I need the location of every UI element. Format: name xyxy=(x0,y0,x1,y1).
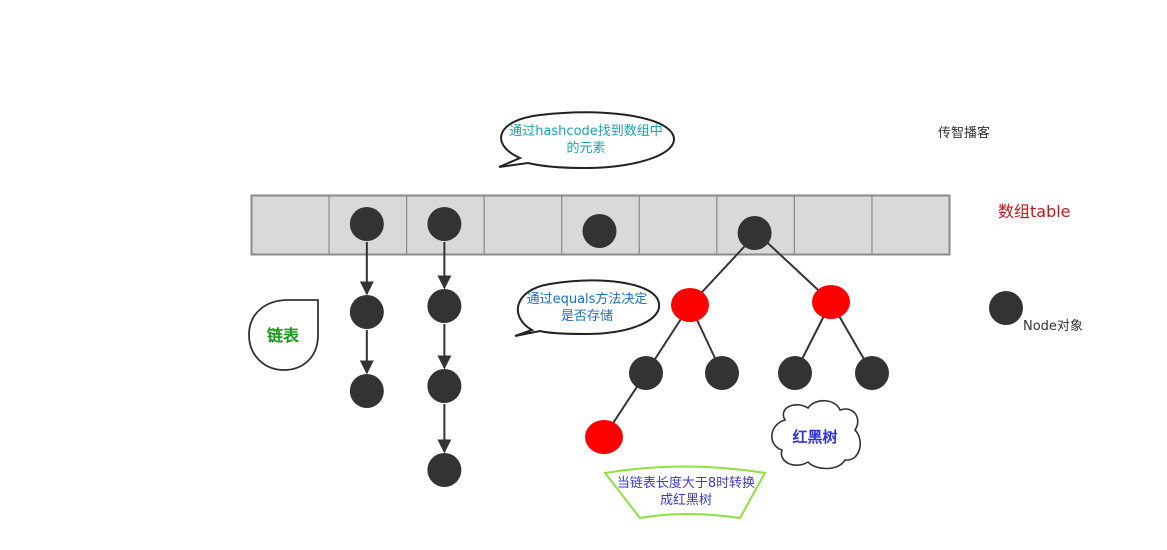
equals-callout-line1: 通过equals方法决定 xyxy=(527,291,648,307)
conversion-callout-line2: 成红黑树 xyxy=(660,492,712,508)
watermark-text: 传智播客 xyxy=(938,125,990,141)
nodes xyxy=(349,207,889,487)
array-table-label: 数组table xyxy=(998,202,1071,221)
banner-shape xyxy=(603,465,767,520)
tree-node-black xyxy=(855,356,889,390)
list-arrows xyxy=(359,242,452,454)
tree-node-black xyxy=(778,356,812,390)
array-bucket-node xyxy=(349,207,384,241)
leaf-shape xyxy=(248,299,319,371)
node-legend: Node对象 xyxy=(989,291,1083,334)
list-node xyxy=(349,295,384,329)
node-legend-text: Node对象 xyxy=(1023,319,1083,334)
red-black-tree-label-text: 红黑树 xyxy=(792,428,837,446)
red-black-tree-label: 红黑树 xyxy=(771,399,861,470)
equals-callout: 通过equals方法决定 是否存储 xyxy=(514,279,661,337)
cloud-shape xyxy=(771,399,861,470)
equals-callout-line2: 是否存储 xyxy=(561,309,613,324)
list-node xyxy=(427,369,462,403)
conversion-callout-line1: 当链表长度大于8时转换 xyxy=(617,475,755,491)
hashcode-callout-line1: 通过hashcode找到数组中 xyxy=(509,124,663,139)
list-node xyxy=(349,374,384,408)
list-node xyxy=(427,453,462,487)
array-bucket-node xyxy=(427,207,462,241)
tree-node-red xyxy=(585,420,623,454)
linked-list-label-text: 链表 xyxy=(267,326,300,345)
hashcode-callout-line2: 的元素 xyxy=(566,140,605,156)
array-dividers xyxy=(328,195,873,255)
array-bucket-node xyxy=(737,216,772,250)
tree-node-red xyxy=(812,285,850,319)
array-bucket-node xyxy=(582,214,617,248)
speech-bubble-shape xyxy=(498,111,675,170)
speech-bubble-shape xyxy=(514,279,661,337)
tree-node-black xyxy=(705,356,739,390)
tree-node-black xyxy=(629,356,663,390)
linked-list-label: 链表 xyxy=(248,299,319,371)
list-node xyxy=(427,289,462,323)
conversion-callout: 当链表长度大于8时转换 成红黑树 xyxy=(603,465,767,520)
hashcode-callout: 通过hashcode找到数组中 的元素 xyxy=(498,111,675,170)
tree-node-red xyxy=(671,288,709,322)
legend-node-icon xyxy=(989,291,1023,325)
